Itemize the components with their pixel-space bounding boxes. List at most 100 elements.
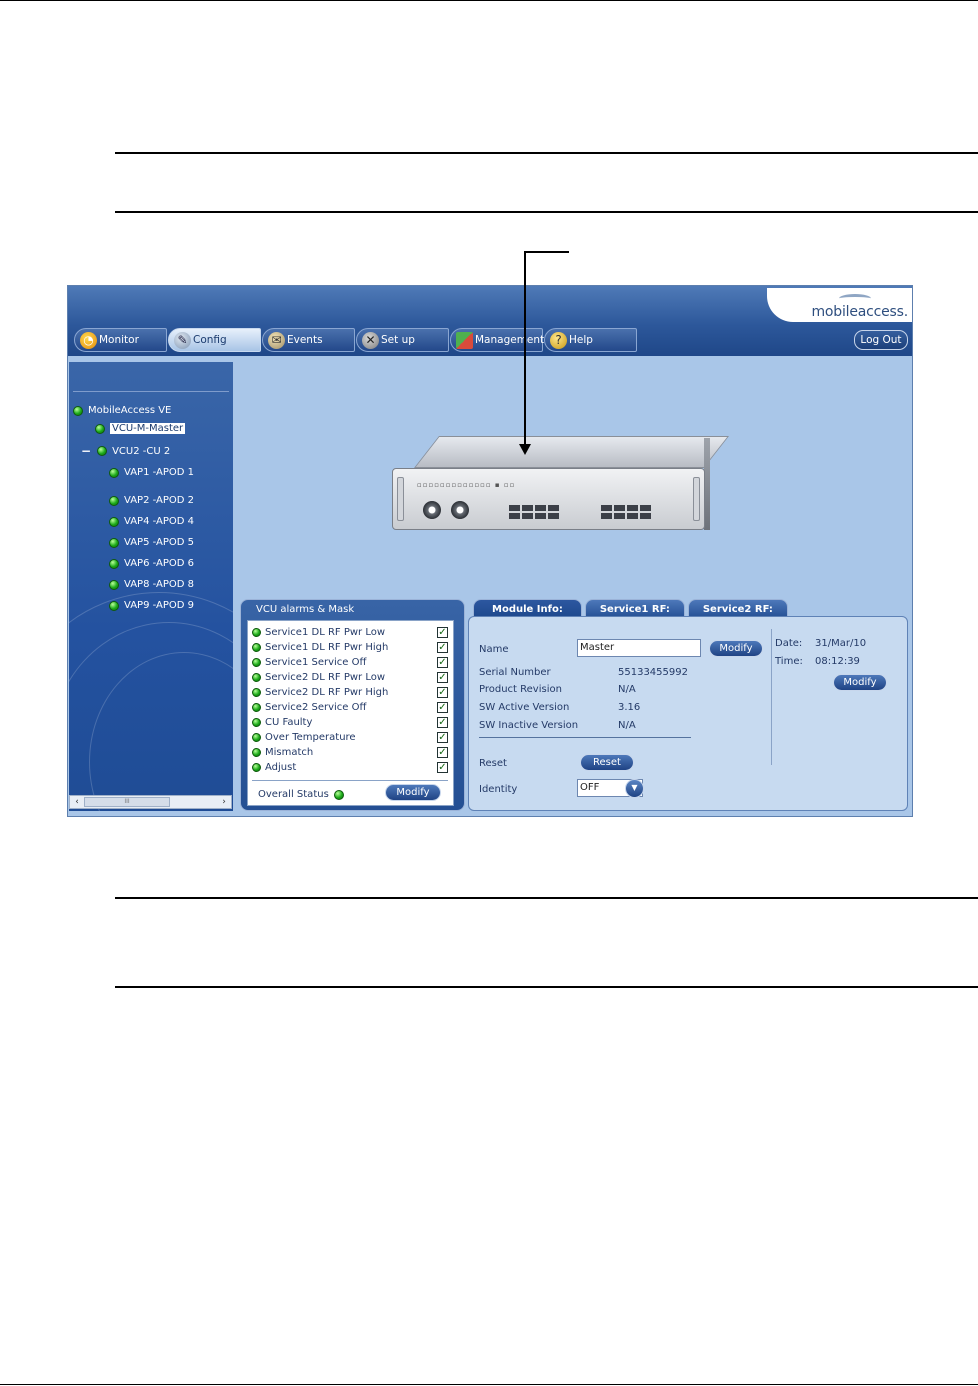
status-led-icon (109, 467, 119, 478)
alarm-row: Service1 DL RF Pwr Low✓ (252, 625, 448, 639)
tree-item-vap8[interactable]: VAP8 -APOD 8 (109, 579, 194, 590)
page-bottom-rule (0, 1384, 978, 1385)
rack-ear (397, 477, 404, 521)
alarm-row: CU Faulty✓ (252, 715, 448, 729)
tab-events[interactable]: ✉ Events (262, 328, 355, 352)
tree-item-vap1[interactable]: VAP1 -APOD 1 (109, 467, 194, 478)
logo: mobileaccess. (767, 288, 912, 322)
tree-root[interactable]: MobileAccess VE (73, 405, 171, 416)
time-label: Time: (775, 656, 803, 667)
tree-item-vcu-m-master[interactable]: VCU-M-Master (95, 423, 186, 434)
mask-checkbox[interactable]: ✓ (437, 641, 448, 653)
mask-checkbox[interactable]: ✓ (437, 686, 448, 698)
alarm-row: Over Temperature✓ (252, 730, 448, 744)
alarm-row: Service2 DL RF Pwr Low✓ (252, 670, 448, 684)
alarm-list: Service1 DL RF Pwr Low✓ Service1 DL RF P… (247, 620, 454, 806)
alarm-row: Adjust✓ (252, 760, 448, 774)
alarm-row: Service1 Service Off✓ (252, 655, 448, 669)
name-modify-button[interactable]: Modify (709, 640, 763, 657)
scroll-thumb[interactable]: III (84, 797, 170, 807)
date-label: Date: (775, 638, 803, 649)
mask-checkbox[interactable]: ✓ (437, 656, 448, 668)
status-led-icon (252, 717, 261, 727)
rule-4 (115, 986, 978, 988)
tree-item-vap4[interactable]: VAP4 -APOD 4 (109, 516, 194, 527)
tab-monitor[interactable]: ◔ Monitor (74, 328, 167, 352)
tab-setup[interactable]: ✕ Set up (356, 328, 449, 352)
mask-checkbox[interactable]: ✓ (437, 671, 448, 683)
status-led-icon (252, 747, 261, 757)
mask-checkbox[interactable]: ✓ (437, 731, 448, 743)
device-led-row-icon: ▫▫▫▫▫▫▫▫▫▫▫▫▫ ▪ ▫▫ (417, 481, 516, 489)
tab-config[interactable]: ✎ Config (168, 328, 261, 352)
sw-active-label: SW Active Version (479, 702, 570, 713)
wrench-icon: ✎ (174, 332, 191, 349)
name-input[interactable]: Master (577, 639, 701, 657)
mask-checkbox[interactable]: ✓ (437, 746, 448, 758)
datetime-modify-button[interactable]: Modify (833, 674, 887, 691)
tree-item-vap6[interactable]: VAP6 -APOD 6 (109, 558, 194, 569)
tree-horizontal-scrollbar[interactable]: ‹ III › (69, 795, 232, 809)
collapse-icon[interactable]: − (81, 444, 92, 458)
status-led-icon (73, 405, 83, 416)
device-image-top (414, 436, 730, 468)
sw-active-value: 3.16 (618, 702, 641, 713)
scroll-right-icon[interactable]: › (222, 797, 226, 807)
rf-port-icon (451, 501, 469, 519)
tree-item-vcu2[interactable]: − VCU2 -CU 2 (81, 444, 171, 458)
rule-1 (115, 152, 978, 154)
port-block-icon (601, 505, 651, 519)
top-banner: mobileaccess. ◔ Monitor ✎ Config ✉ Event… (68, 286, 912, 356)
tree-item-vap2[interactable]: VAP2 -APOD 2 (109, 495, 194, 506)
scroll-left-icon[interactable]: ‹ (75, 797, 79, 807)
tree-decoration (69, 592, 233, 811)
name-label: Name (479, 644, 509, 655)
tab-monitor-label: Monitor (99, 334, 139, 346)
tools-icon: ✕ (362, 332, 379, 349)
rack-ear (693, 477, 700, 521)
tree-decoration (69, 622, 233, 811)
mobileaccess-app-window: mobileaccess. ◔ Monitor ✎ Config ✉ Event… (67, 285, 913, 817)
logout-button[interactable]: Log Out (854, 330, 908, 350)
mask-checkbox[interactable]: ✓ (437, 716, 448, 728)
tree-item-vap5[interactable]: VAP5 -APOD 5 (109, 537, 194, 548)
product-revision-label: Product Revision (479, 684, 562, 695)
tab-help-label: Help (569, 334, 593, 346)
status-led-icon (252, 642, 261, 652)
callout-line (524, 251, 526, 446)
tab-management[interactable]: Management (450, 328, 544, 352)
monitor-icon: ◔ (80, 332, 97, 349)
management-icon (456, 332, 473, 349)
module-divider (479, 737, 691, 738)
vcu-alarms-panel: VCU alarms & Mask Service1 DL RF Pwr Low… (240, 599, 465, 811)
status-led-icon (252, 732, 261, 742)
status-led-icon (252, 687, 261, 697)
reset-button[interactable]: Reset (580, 754, 634, 771)
status-led-icon (252, 627, 261, 637)
status-led-icon (252, 657, 261, 667)
module-info-panel: Name Master Modify Serial Number 5513345… (468, 616, 908, 811)
mask-checkbox[interactable]: ✓ (437, 701, 448, 713)
chevron-down-icon[interactable]: ▼ (625, 779, 644, 798)
status-led-icon (109, 516, 119, 527)
status-led-icon (109, 495, 119, 506)
device-tree: MobileAccess VE VCU-M-Master − VCU2 -CU … (69, 362, 233, 811)
reset-label: Reset (479, 758, 507, 769)
tree-divider (73, 391, 229, 392)
tree-item-vap9[interactable]: VAP9 -APOD 9 (109, 600, 194, 611)
mask-checkbox[interactable]: ✓ (437, 626, 448, 638)
mask-checkbox[interactable]: ✓ (437, 761, 448, 773)
overall-status: Overall Status (258, 789, 349, 800)
module-vertical-divider (771, 629, 772, 765)
module-tabs: Module Info: Service1 RF: Service2 RF: (473, 599, 791, 619)
main-nav: ◔ Monitor ✎ Config ✉ Events ✕ Set up Man… (74, 328, 638, 354)
logo-text: mobileaccess. (811, 304, 908, 320)
status-led-icon (95, 423, 105, 434)
alarms-modify-button[interactable]: Modify (385, 784, 441, 801)
port-block-icon (509, 505, 559, 519)
tab-help[interactable]: ? Help (544, 328, 637, 352)
serial-number-label: Serial Number (479, 667, 551, 678)
help-icon: ? (550, 332, 567, 349)
events-icon: ✉ (268, 332, 285, 349)
alarm-row: Service2 Service Off✓ (252, 700, 448, 714)
